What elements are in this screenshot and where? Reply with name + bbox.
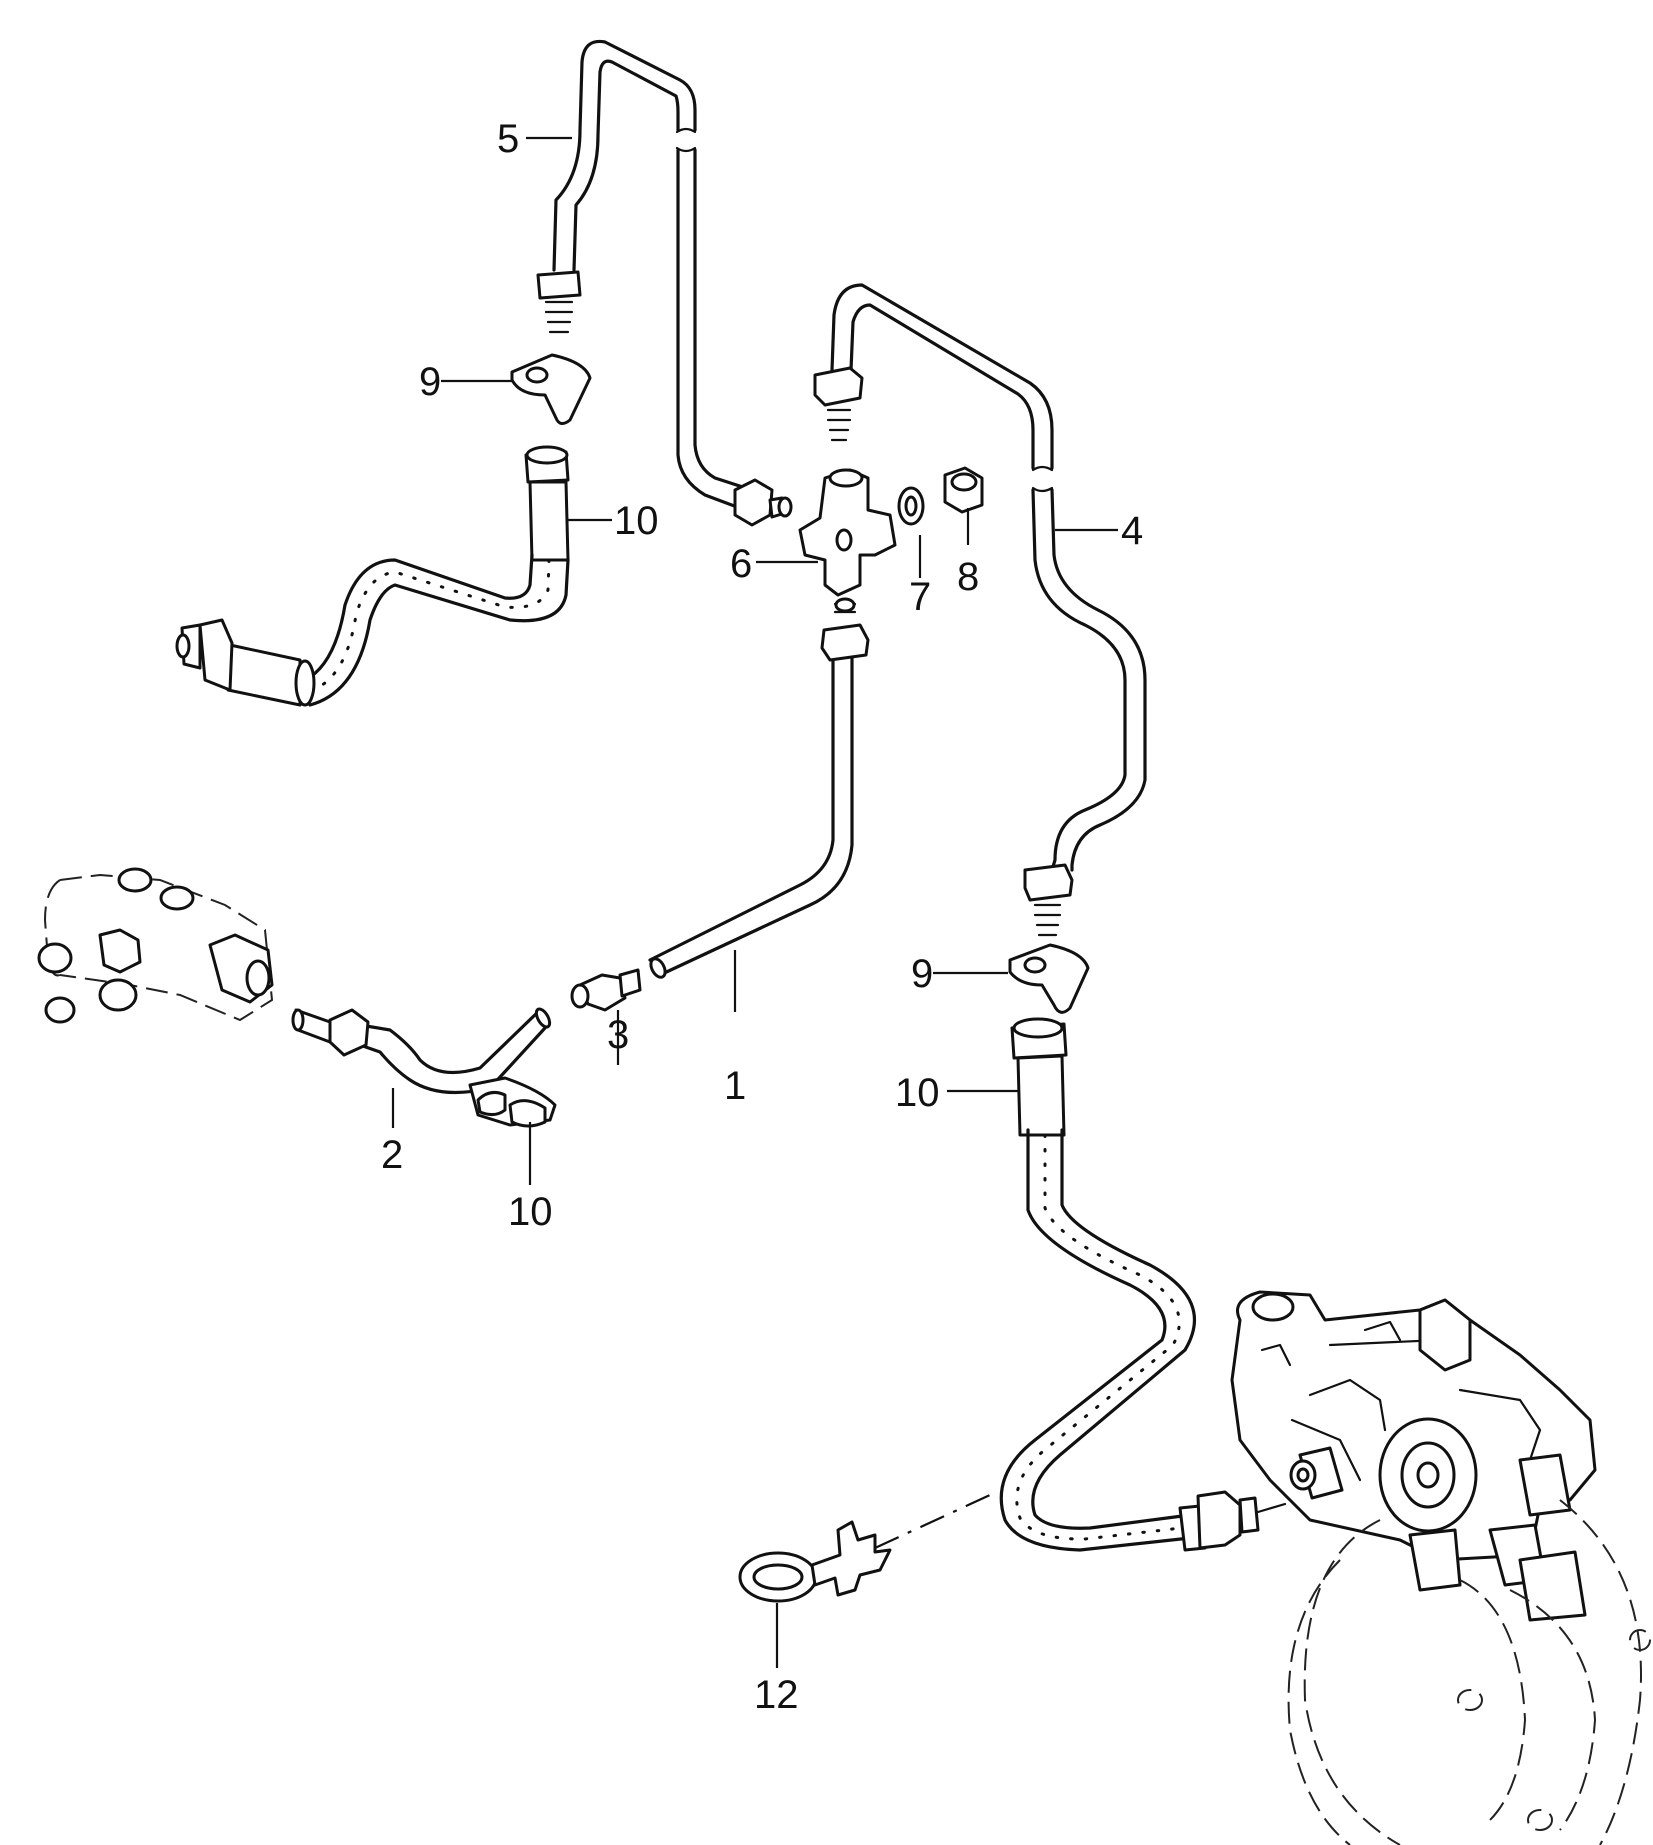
washer-7 [897,486,925,526]
brake-pipe-4 [830,283,1147,872]
callout-3: 3 [607,1013,629,1057]
brake-pipe-5 [552,39,754,512]
tee-connector-6 [733,366,897,662]
callout-11: 10 [508,1190,553,1234]
callout-5: 5 [497,117,519,161]
brake-hose-lower [999,863,1287,1552]
callout-9-upper: 9 [419,360,441,404]
hose-bracket-9-lower [1008,943,1090,1014]
retaining-clip-12 [738,1494,991,1603]
callout-8: 8 [957,555,979,599]
leader-lines [391,136,1118,1668]
brake-disc-outline [1287,1499,1651,1845]
pressure-regulator [37,867,274,1024]
hose-bracket-9-upper [510,353,592,425]
nut-8 [943,466,984,514]
callout-6: 6 [730,542,752,586]
callout-9-lower: 9 [911,952,933,996]
callout-10-upper: 10 [614,499,659,543]
brake-pipe-3 [648,648,854,979]
pipe-clip-11 [468,1076,557,1128]
callout-2: 2 [381,1133,403,1177]
callout-1: 1 [724,1064,746,1108]
callout-10-lower: 10 [895,1071,940,1115]
callout-4: 4 [1121,509,1143,553]
callout-7: 7 [909,575,931,619]
callout-12: 12 [754,1673,799,1717]
callout-labels: 5 9 10 6 7 8 4 9 3 1 10 2 10 12 [381,117,1143,1717]
brake-hose-upper [175,270,582,707]
brake-caliper [1230,1290,1597,1622]
adapter-part-1 [570,968,642,1012]
